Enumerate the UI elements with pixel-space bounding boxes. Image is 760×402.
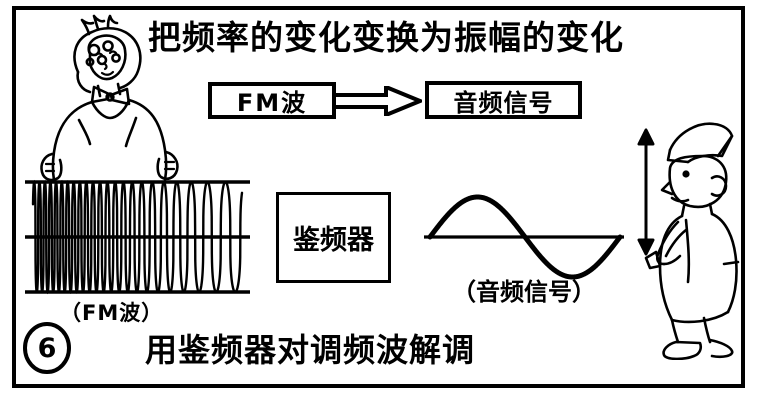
vertical-double-arrow-icon <box>637 128 655 256</box>
sine-waveform-svg <box>424 194 624 280</box>
audio-signal-output-label: 音频信号 <box>453 88 554 117</box>
audio-output-waveform-label: （音频信号） <box>452 278 596 306</box>
fm-carrier-trace <box>31 179 244 295</box>
fm-input-waveform-label: （FM波） <box>60 301 164 325</box>
circle-badge-icon <box>23 322 71 374</box>
fm-wave-input-box: FM波 <box>208 82 336 119</box>
audio-signal-output-box: 音频信号 <box>425 81 582 119</box>
discriminator-block: 鉴频器 <box>276 192 391 283</box>
audio-output-waveform-chart <box>424 190 624 285</box>
step-number-label: 6 <box>37 332 57 364</box>
fm-wave-input-label: FM波 <box>236 89 308 117</box>
right-character-illustration <box>626 112 750 361</box>
fm-input-waveform-chart <box>25 175 250 300</box>
left-character-illustration <box>32 14 184 184</box>
audio-sine-trace <box>427 194 623 280</box>
footer-caption: 用鉴频器对调频波解调 <box>145 331 476 369</box>
woman-pointing-width-icon <box>40 14 179 182</box>
page-title: 把频率的变化变换为振幅的变化 <box>148 18 624 57</box>
page-border-frame <box>12 6 745 388</box>
fm-waveform-svg <box>25 179 250 295</box>
step-number-badge: 6 <box>22 322 72 374</box>
discriminator-label: 鉴频器 <box>293 225 374 256</box>
boy-holding-arrow-icon <box>637 122 740 361</box>
